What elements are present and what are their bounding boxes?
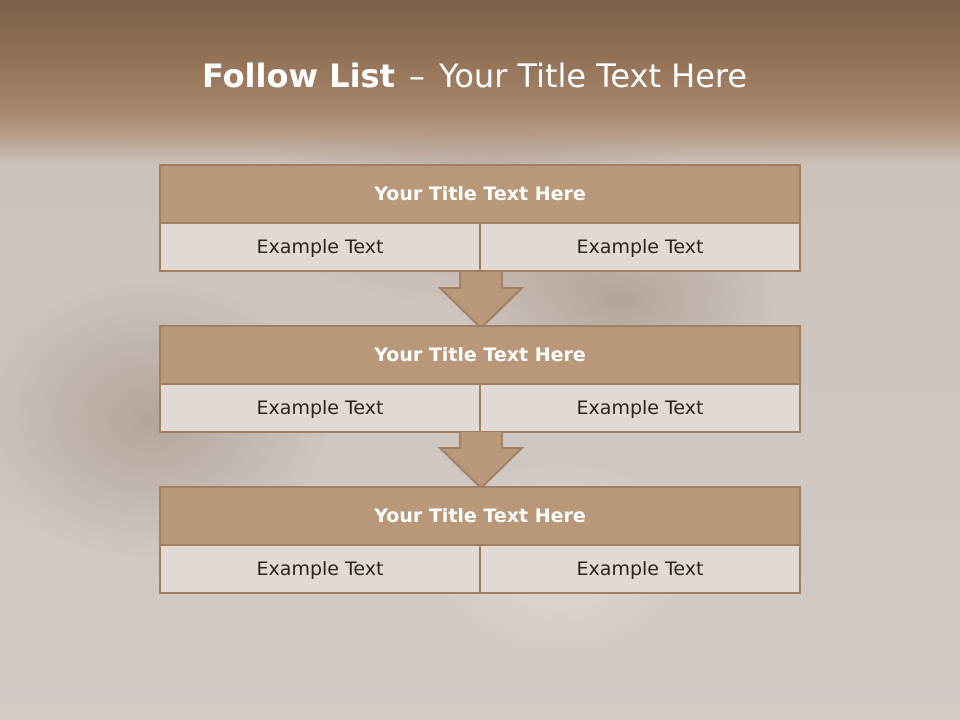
step-cell-right: Example Text <box>479 385 799 431</box>
slide-title: Follow List– Your Title Text Here <box>202 54 747 98</box>
step-cell-left: Example Text <box>161 224 479 270</box>
step-title: Your Title Text Here <box>161 327 799 383</box>
step-cell-right: Example Text <box>479 224 799 270</box>
down-arrow-icon <box>438 431 524 489</box>
slide-title-rest: Your Title Text Here <box>439 57 748 95</box>
step-row: Example Text Example Text <box>161 544 799 592</box>
slide-title-bold: Follow List <box>202 57 395 95</box>
step-box-1: Your Title Text Here Example Text Exampl… <box>159 164 801 272</box>
step-box-3: Your Title Text Here Example Text Exampl… <box>159 486 801 594</box>
step-title: Your Title Text Here <box>161 166 799 222</box>
step-cell-right: Example Text <box>479 546 799 592</box>
header-band <box>0 0 960 165</box>
step-row: Example Text Example Text <box>161 222 799 270</box>
step-cell-left: Example Text <box>161 546 479 592</box>
down-arrow-icon <box>438 271 524 329</box>
slide-title-separator: – <box>408 57 425 95</box>
step-box-2: Your Title Text Here Example Text Exampl… <box>159 325 801 433</box>
step-title: Your Title Text Here <box>161 488 799 544</box>
step-cell-left: Example Text <box>161 385 479 431</box>
step-row: Example Text Example Text <box>161 383 799 431</box>
